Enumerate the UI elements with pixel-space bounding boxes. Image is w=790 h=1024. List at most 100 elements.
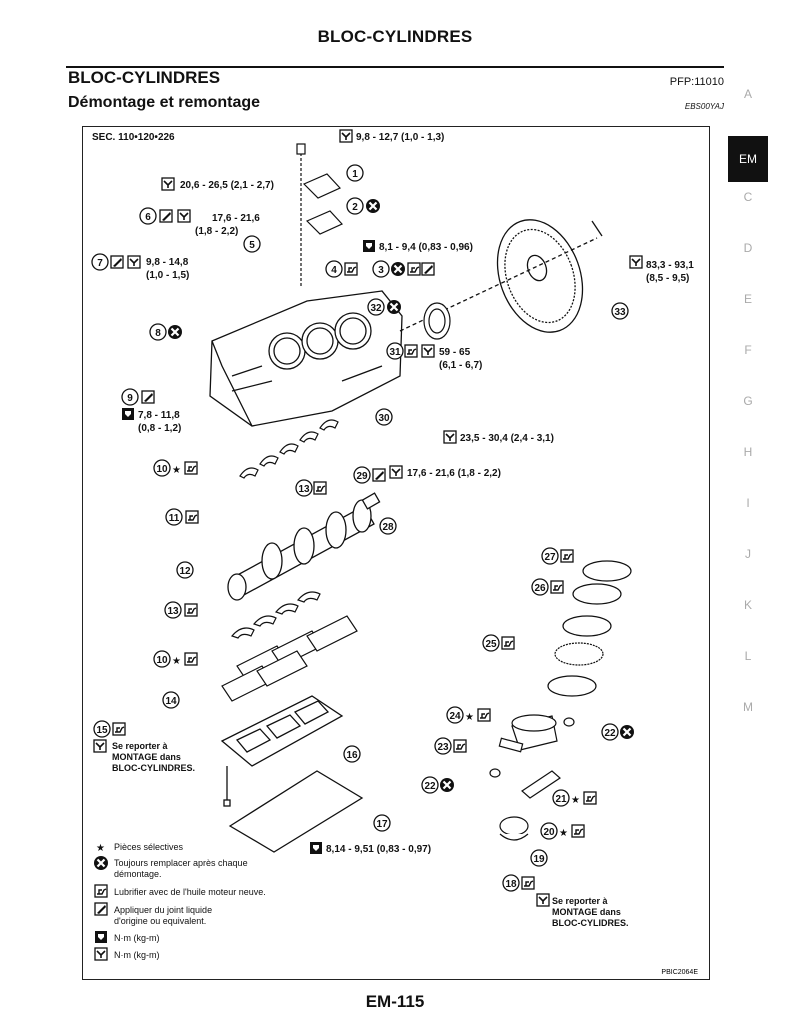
callout-3: 3 — [372, 260, 390, 278]
callout-20: 20 — [540, 822, 558, 840]
callout-24: 24 — [446, 706, 464, 724]
torque-2: 20,6 - 26,5 (2,1 - 2,7) — [180, 180, 274, 191]
note-right-2: MONTAGE dans — [552, 907, 621, 917]
ladder-frame — [220, 695, 364, 853]
svg-text:22: 22 — [424, 781, 436, 792]
svg-text:13: 13 — [167, 606, 179, 617]
svg-text:9: 9 — [127, 393, 133, 404]
torque-6a: 83,3 - 93,1 — [646, 260, 694, 271]
svg-text:★: ★ — [559, 828, 568, 839]
torque-5b: (1,0 - 1,5) — [146, 270, 189, 281]
side-tab-index: A EM C D E F G H I J K L M — [728, 82, 768, 746]
side-tab-a[interactable]: A — [743, 87, 752, 101]
callout-26: 26 — [531, 578, 549, 596]
side-tab-m[interactable]: M — [743, 700, 753, 714]
svg-text:27: 27 — [544, 552, 556, 563]
callout-30: 30 — [375, 408, 393, 426]
svg-text:6: 6 — [145, 212, 151, 223]
svg-text:17: 17 — [376, 819, 388, 830]
svg-text:7: 7 — [97, 258, 103, 269]
callout-22a: 22 — [601, 723, 619, 741]
legend-oil: Lubrifier avec de l'huile moteur neuve. — [114, 887, 266, 897]
callout-13b: 13 — [295, 479, 313, 497]
rear-oil-seal — [423, 302, 451, 340]
side-tab-e[interactable]: E — [743, 292, 752, 306]
svg-text:★: ★ — [571, 795, 580, 806]
svg-text:★: ★ — [172, 656, 181, 667]
legend-star: Pièces sélectives — [114, 842, 184, 852]
side-tab-i[interactable]: I — [746, 496, 750, 510]
gasket-parts-top — [296, 143, 344, 286]
svg-text:33: 33 — [614, 307, 626, 318]
svg-text:30: 30 — [378, 413, 390, 424]
torque-8a: 7,8 - 11,8 — [138, 410, 180, 421]
svg-text:31: 31 — [389, 347, 401, 358]
reference-code: EBS00YAJ — [684, 102, 724, 111]
svg-text:11: 11 — [169, 513, 180, 524]
sec-reference: SEC. 110•120•226 — [92, 132, 175, 143]
note-left-3: BLOC-CYLINDRES. — [112, 763, 195, 773]
svg-text:28: 28 — [382, 522, 394, 533]
callout-6: 6 — [139, 207, 157, 225]
torque-5a: 9,8 - 14,8 — [146, 257, 189, 268]
callout-14: 14 — [162, 691, 180, 709]
callout-12: 12 — [176, 561, 194, 579]
svg-text:15: 15 — [96, 725, 108, 736]
legend-replace-1: Toujours remplacer après chaque — [114, 858, 248, 868]
callout-2: 2 — [346, 197, 364, 215]
side-tab-f[interactable]: F — [744, 343, 752, 357]
svg-text:24: 24 — [449, 711, 461, 722]
exploded-view-diagram: SEC. 110•120•226 — [91, 129, 698, 976]
callout-7: 7 — [91, 253, 109, 271]
legend-nm-1: N·m (kg-m) — [114, 933, 160, 943]
svg-text:★: ★ — [96, 843, 105, 854]
callout-28: 28 — [379, 517, 397, 535]
svg-text:22: 22 — [604, 728, 616, 739]
torque-3b: (1,8 - 2,2) — [195, 226, 238, 237]
torque-4: 8,1 - 9,4 (0,83 - 0,96) — [379, 242, 473, 253]
side-tab-j[interactable]: J — [745, 547, 751, 561]
torque-7a: 59 - 65 — [439, 347, 471, 358]
svg-text:18: 18 — [505, 879, 517, 890]
side-tab-h[interactable]: H — [743, 445, 753, 459]
callout-21: 21 — [552, 789, 570, 807]
side-tab-d[interactable]: D — [743, 241, 753, 255]
note-right-1: Se reporter à — [552, 896, 609, 906]
side-tab-em[interactable]: EM — [728, 136, 768, 182]
svg-text:23: 23 — [437, 742, 449, 753]
callout-25: 25 — [482, 634, 500, 652]
svg-text:5: 5 — [249, 240, 255, 251]
svg-text:★: ★ — [465, 712, 474, 723]
callout-9: 9 — [121, 388, 139, 406]
callout-10b: 10 — [153, 650, 171, 668]
section-title: BLOC-CYLINDRES — [68, 68, 221, 87]
side-tab-g[interactable]: G — [743, 394, 753, 408]
callout-10a: 10 — [153, 459, 171, 477]
side-tab-l[interactable]: L — [744, 649, 752, 663]
page-number: EM-115 — [365, 992, 425, 1011]
callout-22b: 22 — [421, 776, 439, 794]
side-tab-c[interactable]: C — [743, 190, 753, 204]
svg-text:32: 32 — [370, 303, 382, 314]
torque-8b: (0,8 - 1,2) — [138, 423, 181, 434]
side-tab-k[interactable]: K — [743, 598, 752, 612]
callout-8: 8 — [149, 323, 167, 341]
callout-33: 33 — [611, 302, 629, 320]
svg-text:20: 20 — [543, 827, 555, 838]
header-rule — [66, 66, 724, 68]
callout-13: 13 — [164, 601, 182, 619]
legend-seal-1: Appliquer du joint liquide — [114, 905, 212, 915]
callout-19: 19 — [530, 849, 548, 867]
svg-text:21: 21 — [555, 794, 567, 805]
part-callouts: 1 2 3 4 5 6 7 8 9 10 ★ 11 12 13 13 10 ★ … — [91, 164, 636, 892]
svg-text:26: 26 — [534, 583, 546, 594]
callout-23: 23 — [434, 737, 452, 755]
drive-plate — [399, 219, 603, 333]
legend-nm-2: N·m (kg-m) — [114, 950, 160, 960]
pfp-code: PFP:11010 — [669, 76, 724, 88]
legend: ★ Pièces sélectives Toujours remplacer a… — [92, 842, 266, 961]
svg-text:10: 10 — [156, 655, 168, 666]
legend-replace-2: démontage. — [114, 869, 162, 879]
callout-4: 4 — [325, 260, 343, 278]
torque-11: 8,14 - 9,51 (0,83 - 0,97) — [326, 844, 431, 855]
